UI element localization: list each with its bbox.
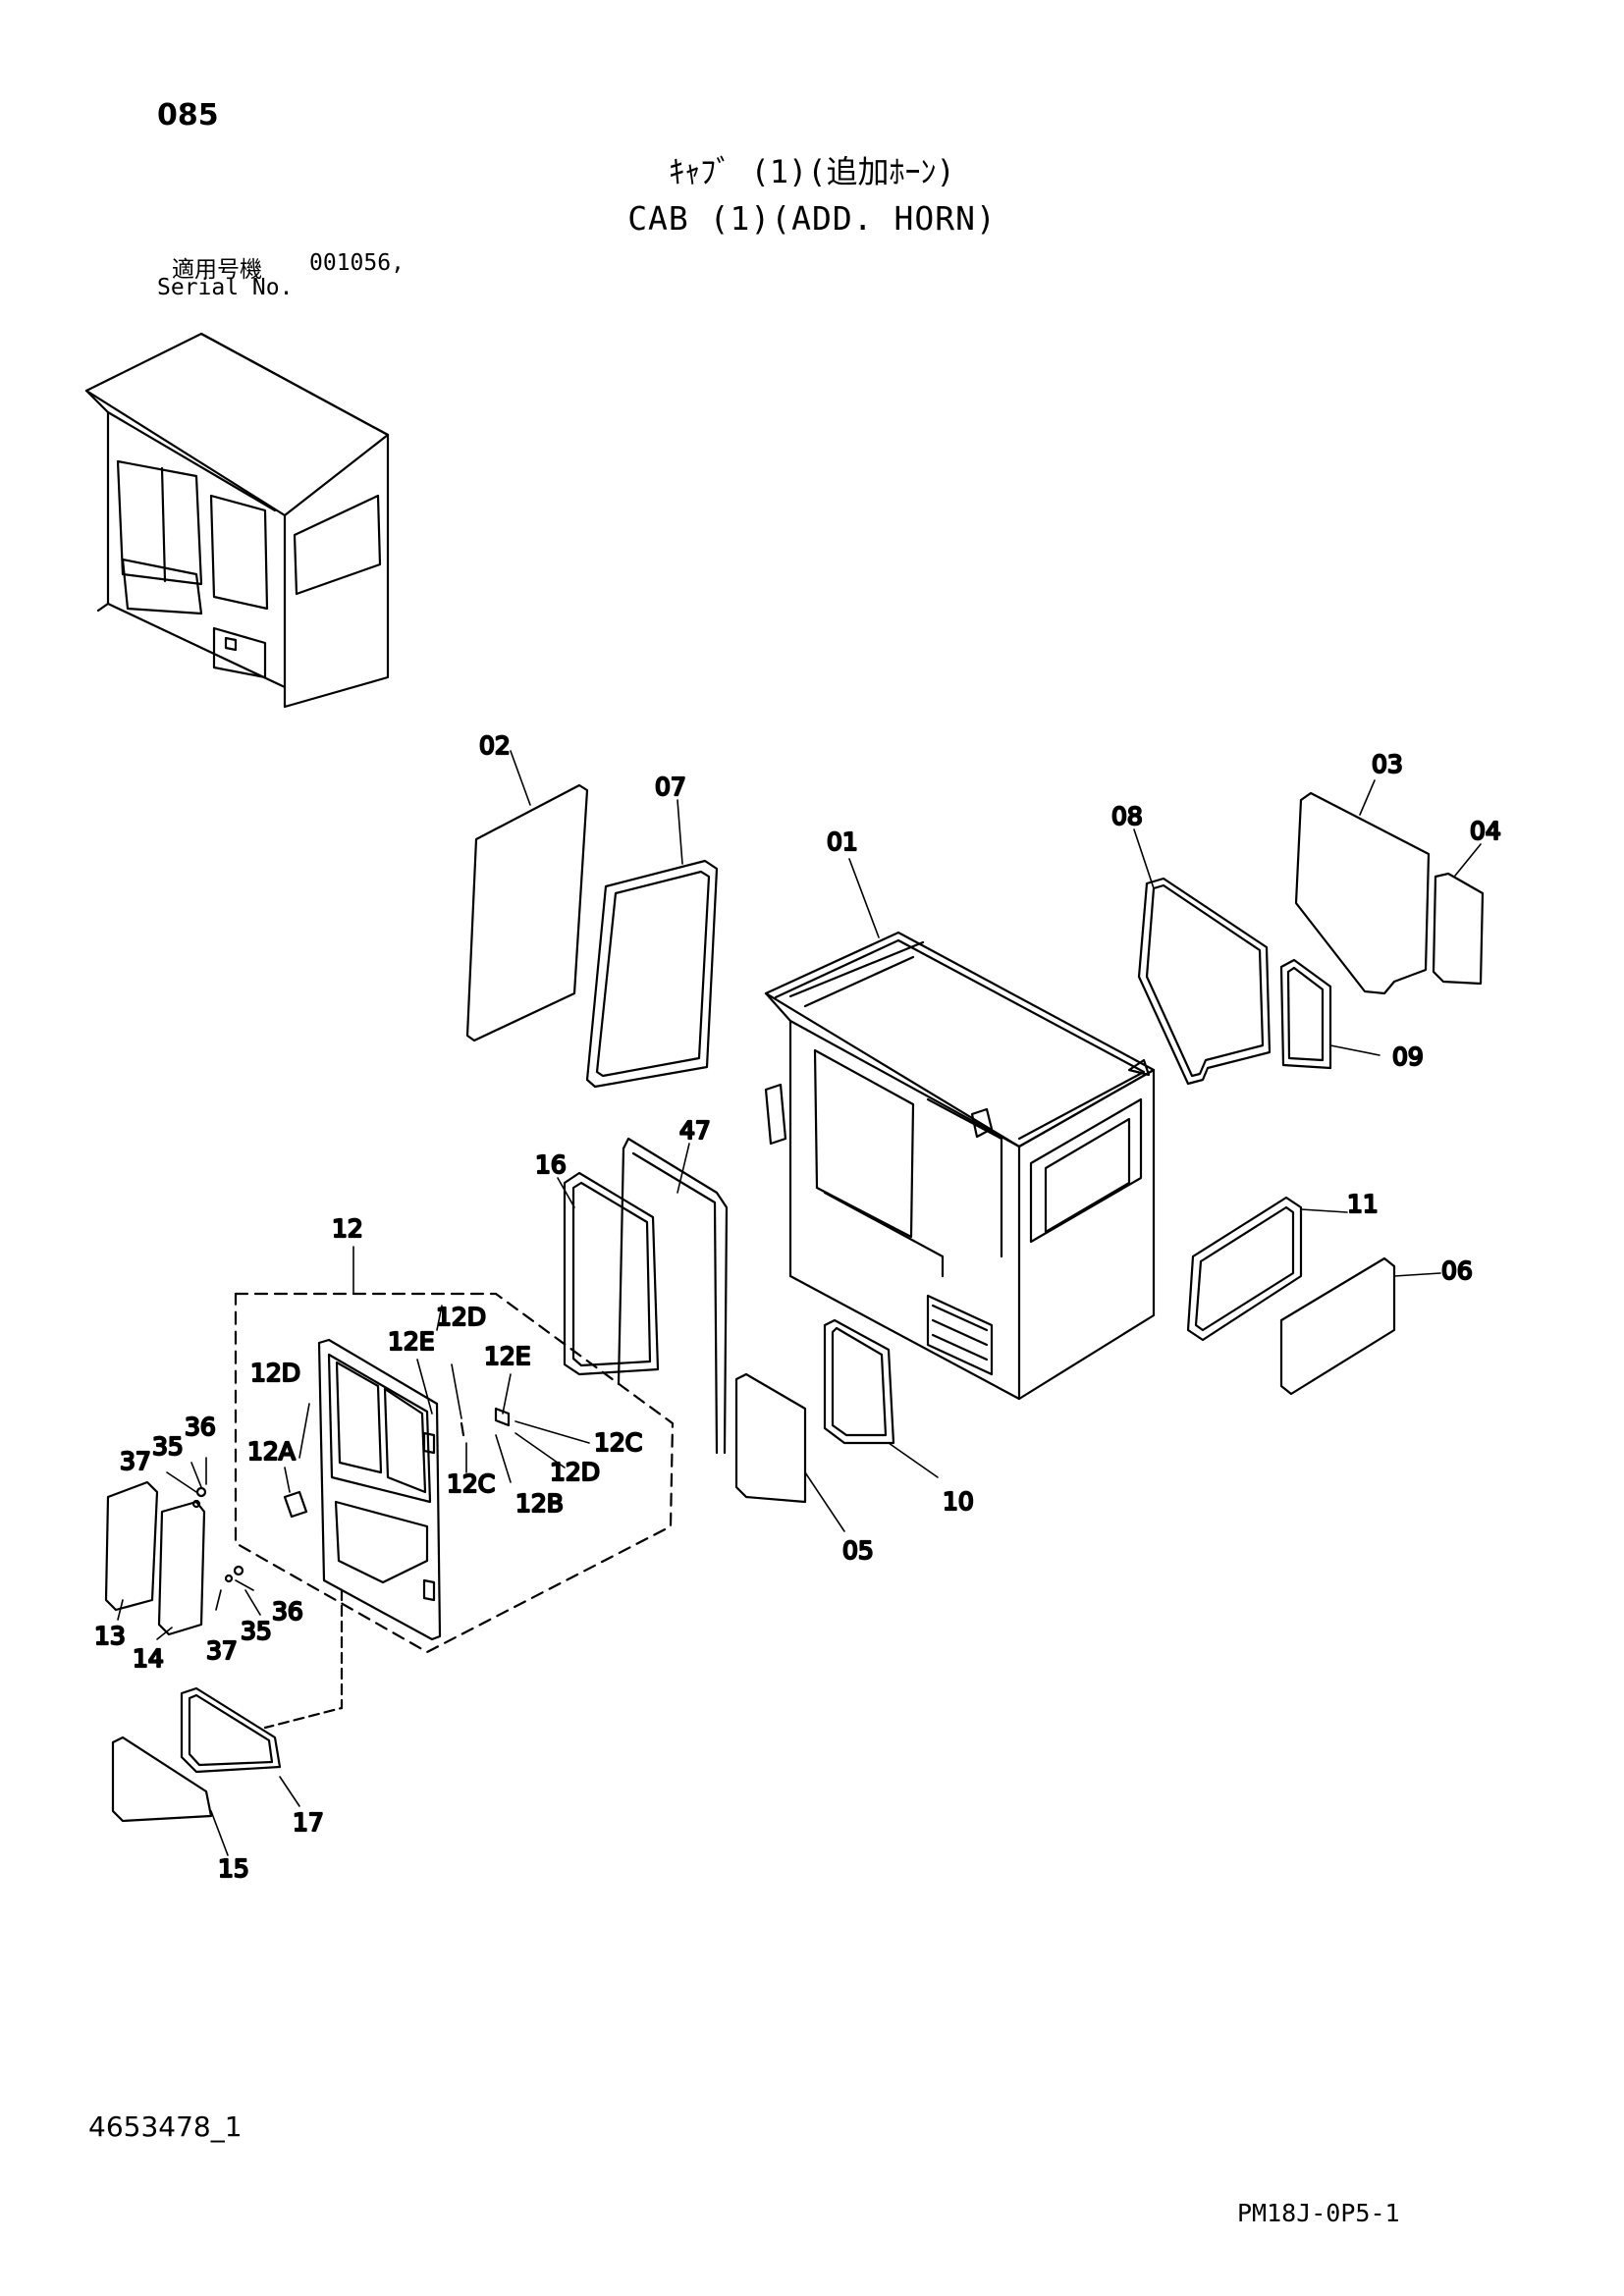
part-09-seal	[1279, 958, 1332, 1070]
part-07-seal	[585, 859, 719, 1089]
callout-12: 12	[332, 1214, 363, 1243]
callout-37-upper: 37	[120, 1447, 151, 1475]
callout-17: 17	[293, 1808, 324, 1837]
part-10-seal	[823, 1318, 895, 1445]
callout-12B: 12B	[515, 1489, 564, 1518]
page-number: 085	[157, 98, 219, 133]
callout-47: 47	[679, 1116, 711, 1145]
part-04-glass	[1432, 872, 1485, 986]
callout-07: 07	[655, 773, 686, 801]
callout-01: 01	[827, 828, 858, 856]
part-11-seal	[1186, 1196, 1303, 1342]
callout-15: 15	[218, 1854, 249, 1883]
serial-label-english: Serial No.	[157, 275, 294, 300]
overview-cab-illustration	[84, 332, 390, 709]
callout-03: 03	[1372, 750, 1403, 778]
callout-12A: 12A	[247, 1437, 296, 1466]
part-06-glass	[1279, 1256, 1396, 1396]
part-05-glass	[734, 1372, 807, 1504]
callout-13: 13	[94, 1622, 126, 1650]
page-code: PM18J-0P5-1	[1237, 2199, 1400, 2227]
part-12-door-assembly	[234, 1292, 675, 1730]
callout-16: 16	[535, 1150, 567, 1179]
title-english: CAB (1)(ADD. HORN)	[627, 199, 997, 238]
callout-37-lower: 37	[206, 1636, 238, 1665]
callout-06: 06	[1441, 1256, 1473, 1285]
callout-12D-right: 12D	[550, 1458, 600, 1486]
callout-04: 04	[1470, 817, 1501, 845]
callout-36-lower: 36	[272, 1597, 303, 1626]
callout-12E-left: 12E	[388, 1327, 435, 1356]
callout-05: 05	[842, 1536, 874, 1565]
callout-35-lower: 35	[241, 1617, 272, 1645]
callout-36-upper: 36	[185, 1413, 216, 1441]
callout-12D-left: 12D	[250, 1359, 300, 1387]
callout-35-upper: 35	[152, 1432, 184, 1461]
serial-label-japanese: 適用号機	[172, 257, 262, 283]
callout-14: 14	[133, 1644, 164, 1673]
callout-02: 02	[479, 731, 511, 760]
callout-12E-right: 12E	[484, 1342, 531, 1370]
part-14-glass	[157, 1500, 206, 1636]
callout-12D-upper: 12D	[436, 1303, 486, 1331]
part-16-seal	[563, 1171, 660, 1376]
callout-09: 09	[1392, 1042, 1424, 1071]
callout-12C-left: 12C	[447, 1469, 495, 1498]
part-17-seal	[180, 1686, 282, 1774]
part-01-cab-body	[764, 931, 1156, 1401]
callout-11: 11	[1347, 1190, 1379, 1218]
part-03-glass	[1294, 791, 1431, 995]
callout-10: 10	[943, 1487, 974, 1516]
part-47-seal-strip	[617, 1137, 729, 1455]
callout-08: 08	[1111, 802, 1143, 830]
serial-number-value: 001056,	[309, 250, 405, 276]
part-02-glass	[465, 783, 589, 1042]
part-15-glass	[111, 1735, 213, 1823]
callout-12C-right: 12C	[594, 1428, 642, 1457]
part-08-seal	[1137, 877, 1272, 1086]
title-japanese: ｷｬﾌﾞ (1)(追加ﾎｰﾝ)	[669, 153, 955, 190]
document-id: 4653478_1	[88, 2110, 243, 2143]
leader-lines	[117, 750, 1482, 1856]
part-13-glass	[104, 1480, 159, 1612]
fasteners-35-36-37	[191, 1486, 244, 1583]
callout-labels: 02 07 01 08 03 04 09 47 16 11 06 12 12D …	[93, 730, 1502, 1884]
